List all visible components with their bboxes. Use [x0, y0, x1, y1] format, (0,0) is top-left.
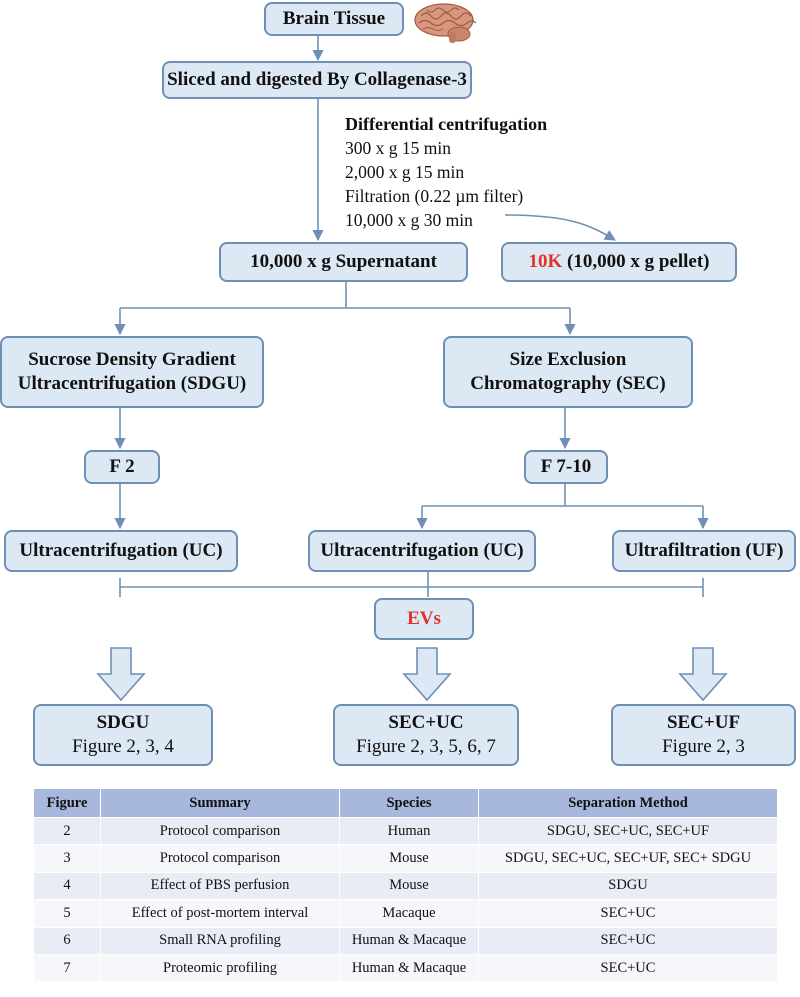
f7-10-box: F 7-10 [524, 450, 608, 484]
diff-cent-step: 10,000 x g 30 min [345, 210, 473, 230]
supernatant-box: 10,000 x g Supernatant [219, 242, 468, 282]
brain-tissue-box: Brain Tissue [264, 2, 404, 36]
sdgu-line1: Sucrose Density Gradient [28, 349, 236, 371]
cell-method: SEC+UC [478, 926, 778, 955]
header-species: Species [339, 788, 479, 818]
cell-method: SEC+UC [478, 953, 778, 983]
cell-method: SDGU, SEC+UC, SEC+UF [478, 816, 778, 846]
outcome-sdgu-box: SDGU Figure 2, 3, 4 [33, 704, 213, 766]
header-figure: Figure [33, 788, 101, 818]
block-arrow-left [96, 647, 146, 702]
cell-species: Mouse [339, 871, 479, 901]
evs-box: EVs [374, 598, 474, 640]
cell-species: Human & Macaque [339, 953, 479, 983]
outcome-secuf-figs: Figure 2, 3 [662, 736, 745, 757]
brain-tissue-label: Brain Tissue [282, 8, 386, 30]
diff-cent-step: Filtration (0.22 µm filter) [345, 186, 524, 206]
cell-species: Human & Macaque [339, 926, 479, 955]
cell-species: Human [339, 816, 479, 846]
cell-figure: 7 [33, 953, 101, 983]
sliced-digested-label: Sliced and digested By Collagenase-3 [167, 69, 467, 91]
sec-line2: Chromatography (SEC) [470, 373, 666, 394]
diff-cent-heading: Differential centrifugation [345, 114, 548, 134]
supernatant-label: 10,000 x g Supernatant [250, 251, 437, 273]
uc-mid-label: Ultracentrifugation (UC) [320, 540, 524, 562]
outcome-secuc-figs: Figure 2, 3, 5, 6, 7 [356, 736, 496, 757]
pellet-box: 10K (10,000 x g pellet) [501, 242, 737, 282]
pellet-highlight: 10K [528, 251, 563, 273]
cell-figure: 2 [33, 816, 101, 846]
cell-species: Macaque [339, 899, 479, 928]
table-header-row: Figure Summary Species Separation Method [33, 788, 778, 818]
figure-summary-table: Figure Summary Species Separation Method… [33, 788, 778, 983]
table-row: 7 Proteomic profiling Human & Macaque SE… [33, 953, 778, 983]
table-row: 4 Effect of PBS perfusion Mouse SDGU [33, 871, 778, 901]
cell-summary: Effect of post-mortem interval [100, 899, 340, 928]
header-summary: Summary [100, 788, 340, 818]
f2-box: F 2 [84, 450, 160, 484]
arrow-to-pellet [504, 214, 616, 241]
outcome-sdgu-figs: Figure 2, 3, 4 [72, 736, 174, 757]
cell-figure: 6 [33, 926, 101, 955]
table-row: 5 Effect of post-mortem interval Macaque… [33, 899, 778, 928]
sdgu-box: Sucrose Density Gradient Ultracentrifuga… [0, 336, 264, 408]
header-separation-method: Separation Method [478, 788, 778, 818]
table-row: 6 Small RNA profiling Human & Macaque SE… [33, 926, 778, 955]
block-arrow-mid [402, 647, 452, 702]
table-row: 2 Protocol comparison Human SDGU, SEC+UC… [33, 816, 778, 846]
cell-summary: Protocol comparison [100, 844, 340, 873]
block-arrow-right [678, 647, 728, 702]
sec-line1: Size Exclusion [509, 349, 627, 371]
f2-label: F 2 [109, 456, 135, 478]
uc-left-label: Ultracentrifugation (UC) [19, 540, 223, 562]
diff-cent-step: 300 x g 15 min [345, 138, 451, 158]
cell-summary: Effect of PBS perfusion [100, 871, 340, 901]
pellet-rest: (10,000 x g pellet) [562, 251, 710, 273]
cell-summary: Protocol comparison [100, 816, 340, 846]
outcome-secuf-box: SEC+UF Figure 2, 3 [611, 704, 796, 766]
differential-centrifugation-notes: Differential centrifugation 300 x g 15 m… [345, 112, 547, 232]
pellet-label: 10K (10,000 x g pellet) [528, 250, 709, 274]
outcome-sdgu-title: SDGU [96, 712, 150, 734]
outcome-secuf-title: SEC+UF [666, 712, 741, 734]
f7-10-label: F 7-10 [540, 456, 592, 478]
cell-method: SDGU, SEC+UC, SEC+UF, SEC+ SDGU [478, 844, 778, 873]
cell-figure: 4 [33, 871, 101, 901]
outcome-secuc-title: SEC+UC [388, 712, 464, 734]
table-row: 3 Protocol comparison Mouse SDGU, SEC+UC… [33, 844, 778, 873]
cell-method: SDGU [478, 871, 778, 901]
cell-method: SEC+UC [478, 899, 778, 928]
uf-box: Ultrafiltration (UF) [612, 530, 796, 572]
sliced-digested-box: Sliced and digested By Collagenase-3 [162, 61, 472, 99]
diff-cent-step: 2,000 x g 15 min [345, 162, 465, 182]
outcome-secuc-box: SEC+UC Figure 2, 3, 5, 6, 7 [333, 704, 519, 766]
cell-species: Mouse [339, 844, 479, 873]
uc-left-box: Ultracentrifugation (UC) [4, 530, 238, 572]
brain-icon [414, 3, 477, 43]
sec-box: Size Exclusion Chromatography (SEC) [443, 336, 693, 408]
sdgu-line2: Ultracentrifugation (SDGU) [17, 373, 247, 394]
uf-label: Ultrafiltration (UF) [624, 540, 784, 562]
evs-label: EVs [407, 608, 441, 630]
cell-summary: Proteomic profiling [100, 953, 340, 983]
cell-summary: Small RNA profiling [100, 926, 340, 955]
cell-figure: 5 [33, 899, 101, 928]
cell-figure: 3 [33, 844, 101, 873]
uc-mid-box: Ultracentrifugation (UC) [308, 530, 536, 572]
